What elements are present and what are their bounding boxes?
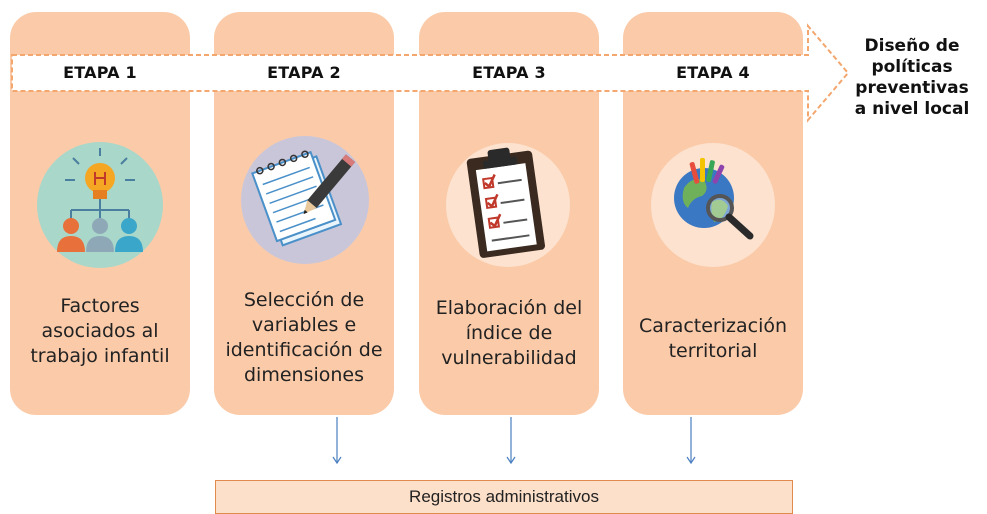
stage-text-line: índice de — [465, 322, 553, 344]
stage-text-line: Elaboración del — [435, 297, 583, 319]
stage-label-2: ETAPA 2 — [267, 63, 341, 82]
people-lightbulb-icon — [37, 142, 163, 268]
stage-text-line: dimensiones — [243, 364, 364, 386]
stage-text-2: Selección de variables e identificación … — [214, 288, 394, 388]
stage-label-1: ETAPA 1 — [63, 63, 137, 82]
stage-text-3: Elaboración del índice de vulnerabilidad — [419, 296, 599, 371]
stage-label-4: ETAPA 4 — [676, 63, 750, 82]
stage-text-1: Factores asociados al trabajo infantil — [10, 294, 190, 369]
goal-text-line: a nivel local — [854, 99, 970, 119]
stage-text-line: Factores — [60, 295, 140, 317]
down-arrow-1 — [332, 417, 342, 465]
down-arrow-2 — [506, 417, 516, 465]
notepad-pencil-icon — [241, 136, 369, 264]
stage-text-line: variables e — [251, 314, 357, 336]
globe-magnifier-icon — [651, 143, 775, 267]
registry-box: Registros administrativos — [215, 480, 793, 514]
stage-text-line: Selección de — [243, 289, 365, 311]
stage-text-line: identificación de — [225, 339, 383, 361]
stage-text-line: asociados al — [41, 320, 159, 342]
registry-label: Registros administrativos — [409, 487, 599, 506]
stage-text-line: vulnerabilidad — [441, 347, 577, 369]
stage-label-3: ETAPA 3 — [472, 63, 546, 82]
goal-text-line: Diseño de — [864, 36, 960, 56]
down-arrow-3 — [686, 417, 696, 465]
clipboard-checklist-icon — [446, 143, 570, 267]
goal-text-line: preventivas — [855, 78, 969, 98]
stage-text-4: Caracterización territorial — [623, 314, 803, 364]
goal-text: Diseño de políticas preventivas a nivel … — [838, 36, 986, 120]
stage-text-line: trabajo infantil — [30, 345, 170, 367]
stage-text-line: Caracterización — [638, 315, 788, 337]
stage-text-line: territorial — [668, 340, 758, 362]
goal-text-line: políticas — [871, 57, 953, 77]
